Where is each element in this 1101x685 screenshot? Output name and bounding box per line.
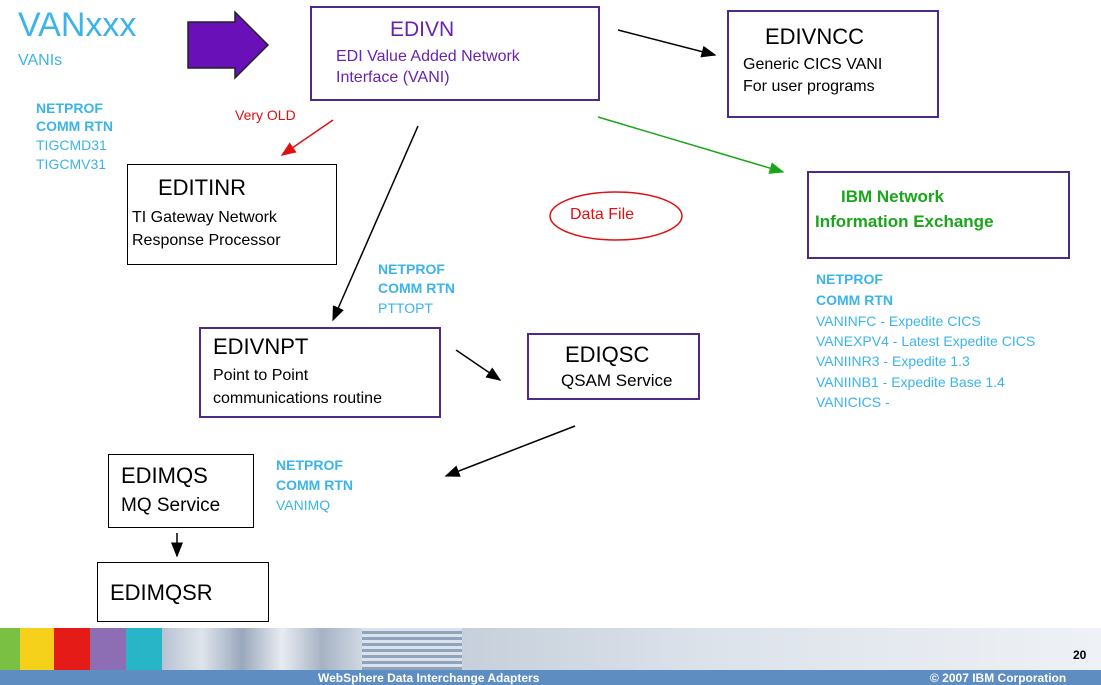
node-edimqsr-title: EDIMQSR [110, 580, 213, 605]
mid-commrtn: COMM RTN [378, 280, 455, 296]
right-item-2: VANIINR3 - Expedite 1.3 [816, 353, 970, 369]
footer-square-teal [126, 628, 162, 670]
arrow-edivn-to-ibm [597, 116, 785, 174]
footer-image-strip [162, 628, 362, 670]
right-commrtn: COMM RTN [816, 292, 893, 308]
left-item-0: TIGCMD31 [36, 137, 107, 153]
node-edivnpt-line2: communications routine [213, 390, 382, 407]
footer-copyright: © 2007 IBM Corporation [930, 671, 1067, 685]
node-edivn: EDIVN EDI Value Added Network Interface … [310, 6, 600, 101]
right-item-0: VANINFC - Expedite CICS [816, 313, 981, 329]
left-item-1: TIGCMV31 [36, 156, 107, 172]
node-edivncc-line2: For user programs [743, 78, 875, 95]
footer-square-red [54, 628, 90, 670]
footer-image-strip-2 [362, 628, 462, 670]
node-edimqs: EDIMQS MQ Service [108, 454, 254, 528]
node-ibm-line1: IBM Network [841, 187, 944, 206]
footer-gray-band [462, 628, 1101, 670]
right-item-4: VANICICS - [816, 394, 890, 410]
footer-square-green [0, 628, 20, 670]
node-edivncc: EDIVNCC Generic CICS VANI For user progr… [727, 10, 939, 118]
node-ibm-network: IBM Network Information Exchange [807, 171, 1070, 259]
data-file-label: Data File [570, 206, 635, 223]
node-ibm-line2: Information Exchange [815, 212, 994, 231]
footer-square-yellow [20, 628, 54, 670]
node-edimqs-title: EDIMQS [121, 463, 208, 488]
node-ediqsc-title: EDIQSC [565, 342, 650, 367]
node-editinr-title: EDITINR [158, 175, 246, 200]
data-file-ellipse [549, 191, 683, 241]
mid-netprof: NETPROF [378, 261, 445, 277]
mq-netprof: NETPROF [276, 457, 343, 473]
right-item-1: VANEXPV4 - Latest Expedite CICS [816, 333, 1036, 349]
node-edivnpt-line1: Point to Point [213, 367, 309, 384]
footer-product: WebSphere Data Interchange Adapters [318, 671, 540, 685]
node-editinr-line2: Response Processor [132, 232, 281, 249]
mq-commrtn: COMM RTN [276, 477, 353, 493]
footer-page-number: 20 [1073, 648, 1087, 662]
footer-bar [0, 670, 1101, 685]
node-editinr: EDITINR TI Gateway Network Response Proc… [127, 164, 337, 265]
node-edimqs-line1: MQ Service [121, 495, 221, 516]
node-ediqsc-line1: QSAM Service [561, 371, 673, 390]
node-ediqsc: EDIQSC QSAM Service [527, 333, 700, 400]
mid-item-0: PTTOPT [378, 300, 433, 316]
left-netprof: NETPROF [36, 100, 103, 116]
node-edivn-line1: EDI Value Added Network [336, 48, 520, 65]
node-edimqsr: EDIMQSR [97, 562, 269, 622]
node-edivn-title: EDIVN [390, 18, 455, 41]
big-purple-arrow [187, 10, 270, 80]
very-old-label: Very OLD [235, 107, 296, 123]
node-editinr-line1: TI Gateway Network [132, 209, 277, 226]
page-title: VANxxx [18, 6, 137, 44]
arrow-edivn-to-edivnpt [332, 125, 419, 322]
arrow-edivnpt-to-ediqsc [455, 349, 502, 381]
node-edivnpt: EDIVNPT Point to Point communications ro… [199, 327, 441, 418]
node-edivnpt-title: EDIVNPT [213, 334, 309, 359]
mq-item-0: VANIMQ [276, 497, 331, 513]
page-subtitle: VANIs [18, 52, 63, 69]
footer-square-purple [90, 628, 126, 670]
node-edivncc-line1: Generic CICS VANI [743, 56, 883, 73]
node-edivn-line2: Interface (VANI) [336, 69, 450, 86]
arrow-very-old [280, 119, 334, 156]
node-edivncc-title: EDIVNCC [765, 24, 865, 49]
arrow-edivn-to-edivncc [617, 29, 717, 58]
right-item-3: VANIINB1 - Expedite Base 1.4 [816, 374, 1005, 390]
arrow-ediqsc-to-edimqs [444, 425, 576, 477]
left-commrtn: COMM RTN [36, 118, 113, 134]
right-netprof: NETPROF [816, 271, 883, 287]
